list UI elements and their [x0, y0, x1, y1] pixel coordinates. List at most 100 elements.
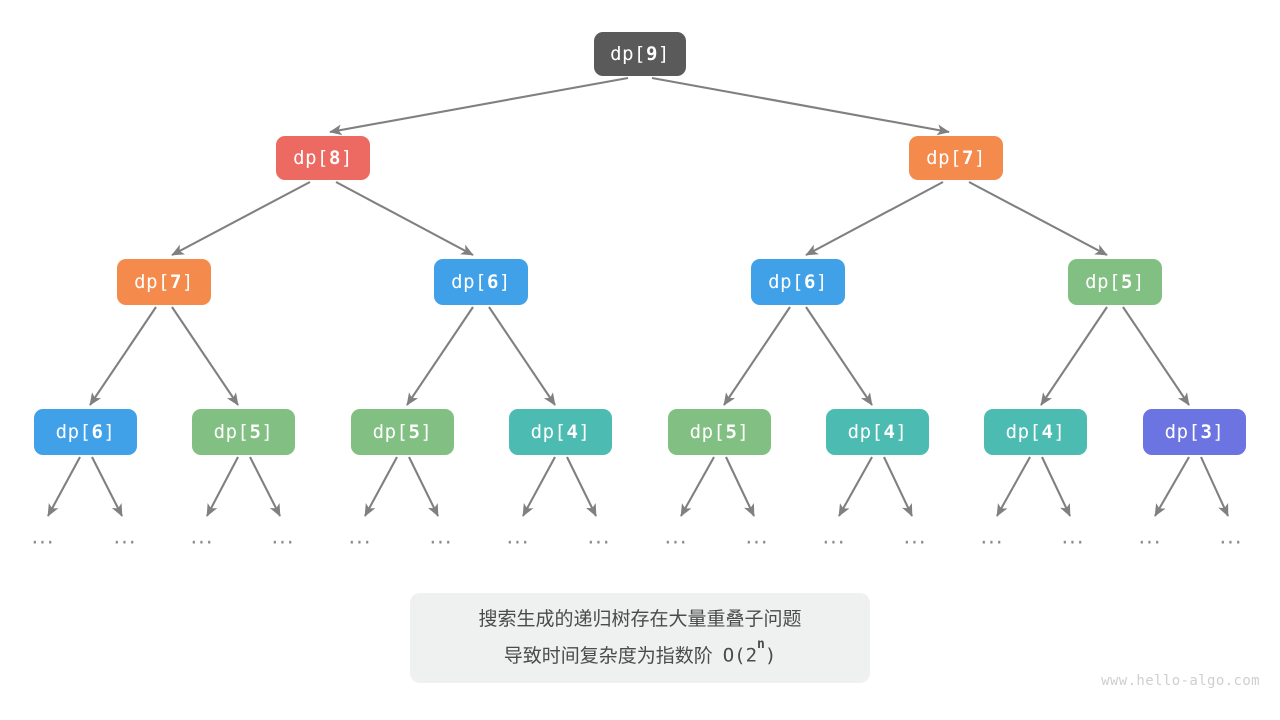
- edge-dp8-dp7: [171, 181, 311, 256]
- node-label-prefix: dp[: [1164, 421, 1201, 443]
- ellipsis-marker: ...: [822, 524, 846, 549]
- node-label-index: 4: [1041, 421, 1054, 443]
- node-label-index: 6: [91, 421, 104, 443]
- node-label-prefix: dp[: [55, 421, 92, 443]
- node-label-index: 5: [408, 421, 421, 443]
- node-label-index: 6: [486, 271, 499, 293]
- node-label-suffix: ]: [181, 271, 194, 293]
- tree-node-dp4[interactable]: dp[4]: [509, 409, 612, 455]
- node-label-index: 7: [961, 147, 974, 169]
- tree-node-dp5[interactable]: dp[5]: [192, 409, 295, 455]
- tree-node-dp8[interactable]: dp[8]: [276, 136, 370, 180]
- node-label-prefix: dp[: [847, 421, 884, 443]
- edge-l3a-l4b: [171, 306, 239, 406]
- node-label-suffix: ]: [498, 271, 511, 293]
- node-label-suffix: ]: [103, 421, 116, 443]
- node-label-suffix: ]: [895, 421, 908, 443]
- caption-line-2-text: 导致时间复杂度为指数阶: [503, 644, 713, 667]
- node-label-suffix: ]: [1053, 421, 1066, 443]
- node-label-prefix: dp[: [530, 421, 567, 443]
- node-label-index: 4: [566, 421, 579, 443]
- node-label-prefix: dp[: [372, 421, 409, 443]
- node-label-index: 5: [725, 421, 738, 443]
- tree-node-dp7[interactable]: dp[7]: [909, 136, 1003, 180]
- caption-box: 搜索生成的递归树存在大量重叠子问题 导致时间复杂度为指数阶 O(2n): [410, 593, 870, 683]
- ellipsis-marker: ...: [348, 524, 372, 549]
- caption-line-2: 导致时间复杂度为指数阶 O(2n): [504, 635, 777, 671]
- node-label-suffix: ]: [737, 421, 750, 443]
- edge-leaf1-ell2: [91, 456, 123, 517]
- edge-l3d-l4h: [1122, 306, 1190, 406]
- tree-node-dp7[interactable]: dp[7]: [117, 259, 211, 305]
- edge-dp9-dp7: [651, 76, 950, 136]
- caption-line-1: 搜索生成的递归树存在大量重叠子问题: [478, 608, 802, 631]
- tree-node-dp6[interactable]: dp[6]: [434, 259, 528, 305]
- edge-leaf8-ell15: [1154, 456, 1190, 517]
- node-label-prefix: dp[: [1005, 421, 1042, 443]
- tree-node-dp4[interactable]: dp[4]: [984, 409, 1087, 455]
- tree-node-dp5[interactable]: dp[5]: [668, 409, 771, 455]
- node-label-prefix: dp[: [134, 271, 170, 293]
- edge-dp8-dp6: [335, 181, 474, 256]
- ellipsis-marker: ...: [1138, 524, 1162, 549]
- complexity-close: ): [764, 644, 777, 667]
- edge-leaf6-ell12: [883, 456, 913, 517]
- node-label-prefix: dp[: [689, 421, 726, 443]
- node-label-prefix: dp[: [768, 271, 804, 293]
- edge-l3d-l4g: [1040, 306, 1108, 406]
- node-label-suffix: ]: [1132, 271, 1145, 293]
- edge-l3b-l4c: [406, 306, 474, 406]
- ellipsis-marker: ...: [506, 524, 530, 549]
- edge-leaf5-ell10: [725, 456, 755, 517]
- edge-leaf3-ell6: [408, 456, 439, 517]
- ellipsis-marker: ...: [429, 524, 453, 549]
- edge-leaf7-ell14: [1041, 456, 1071, 517]
- node-label-index: 9: [645, 43, 658, 65]
- edge-l3b-l4d: [488, 306, 556, 406]
- node-label-prefix: dp[: [293, 147, 329, 169]
- edge-leaf2-ell3: [206, 456, 239, 517]
- ellipsis-marker: ...: [587, 524, 611, 549]
- node-label-index: 5: [249, 421, 262, 443]
- edge-leaf7-ell13: [996, 456, 1031, 517]
- node-label-prefix: dp[: [451, 271, 487, 293]
- node-label-suffix: ]: [340, 147, 353, 169]
- ellipsis-marker: ...: [113, 524, 137, 549]
- node-label-suffix: ]: [1212, 421, 1225, 443]
- tree-node-dp6[interactable]: dp[6]: [751, 259, 845, 305]
- tree-node-dp6[interactable]: dp[6]: [34, 409, 137, 455]
- node-label-suffix: ]: [973, 147, 986, 169]
- tree-node-dp3[interactable]: dp[3]: [1143, 409, 1246, 455]
- node-label-prefix: dp[: [1085, 271, 1121, 293]
- complexity-expression: O(2n): [723, 635, 777, 671]
- complexity-base: O(2: [722, 644, 758, 667]
- tree-node-dp9[interactable]: dp[9]: [594, 32, 686, 76]
- ellipsis-marker: ...: [271, 524, 295, 549]
- tree-node-dp5[interactable]: dp[5]: [1068, 259, 1162, 305]
- ellipsis-marker: ...: [31, 524, 55, 549]
- edge-leaf3-ell5: [364, 456, 398, 517]
- edge-l3c-l4e: [723, 306, 791, 406]
- edge-leaf1-ell1: [47, 456, 81, 517]
- edge-leaf6-ell11: [838, 456, 873, 517]
- watermark: www.hello-algo.com: [1101, 673, 1260, 689]
- node-label-suffix: ]: [261, 421, 274, 443]
- ellipsis-marker: ...: [664, 524, 688, 549]
- tree-node-dp5[interactable]: dp[5]: [351, 409, 454, 455]
- node-label-index: 5: [1120, 271, 1133, 293]
- edge-dp7-dp5: [968, 181, 1108, 256]
- node-label-suffix: ]: [815, 271, 828, 293]
- complexity-exponent: n: [757, 637, 765, 653]
- ellipsis-marker: ...: [903, 524, 927, 549]
- ellipsis-marker: ...: [1219, 524, 1243, 549]
- edge-leaf5-ell9: [680, 456, 715, 517]
- node-label-index: 4: [883, 421, 896, 443]
- edge-leaf8-ell16: [1200, 456, 1229, 517]
- tree-node-dp4[interactable]: dp[4]: [826, 409, 929, 455]
- node-label-prefix: dp[: [213, 421, 250, 443]
- edge-l3c-l4f: [805, 306, 873, 406]
- node-label-suffix: ]: [657, 43, 670, 65]
- node-label-suffix: ]: [420, 421, 433, 443]
- edge-leaf2-ell4: [249, 456, 281, 517]
